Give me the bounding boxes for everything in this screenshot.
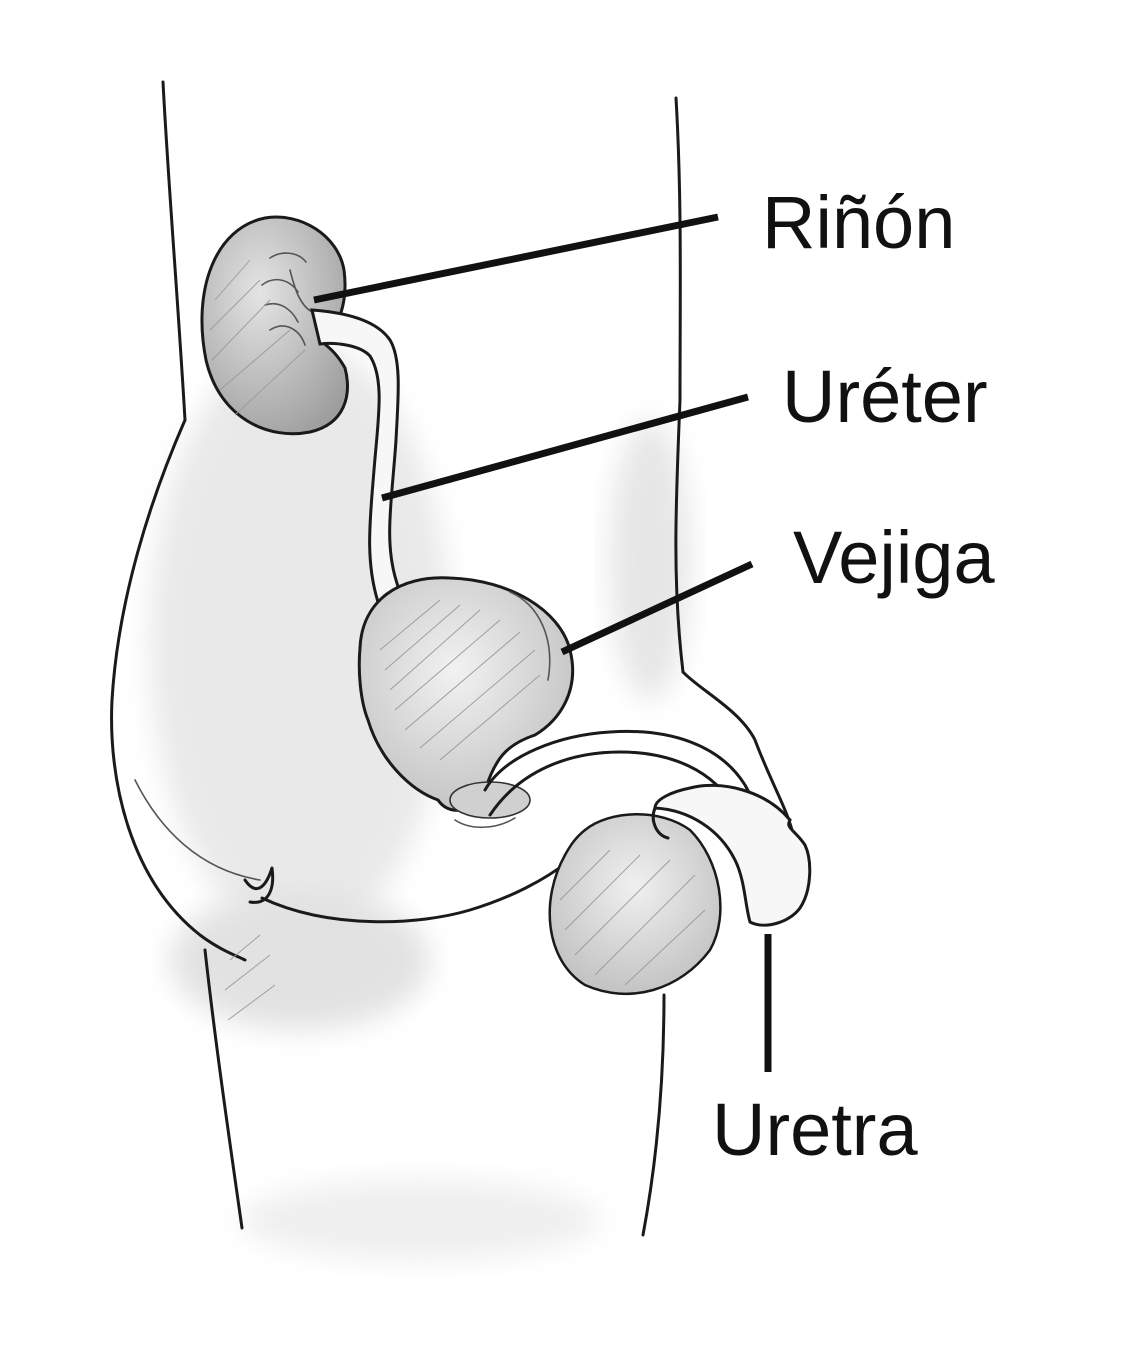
labels: Riñón Uréter Vejiga Uretra (712, 181, 995, 1171)
bladder (357, 576, 575, 829)
bladder-leader (560, 560, 754, 656)
scrotum (548, 813, 722, 996)
penis (651, 783, 812, 927)
bladder-label: Vejiga (793, 516, 995, 599)
ureter-label: Uréter (782, 355, 988, 438)
kidney-label: Riñón (762, 181, 955, 264)
body-shading (150, 340, 690, 1260)
hatch-texture (209, 259, 706, 1021)
leader-lines (313, 213, 772, 1072)
kidney-leader (313, 213, 719, 304)
kidney (200, 215, 349, 436)
urethra-label: Uretra (712, 1088, 918, 1171)
ureter-leader (381, 393, 749, 502)
body-outline (110, 80, 794, 1237)
